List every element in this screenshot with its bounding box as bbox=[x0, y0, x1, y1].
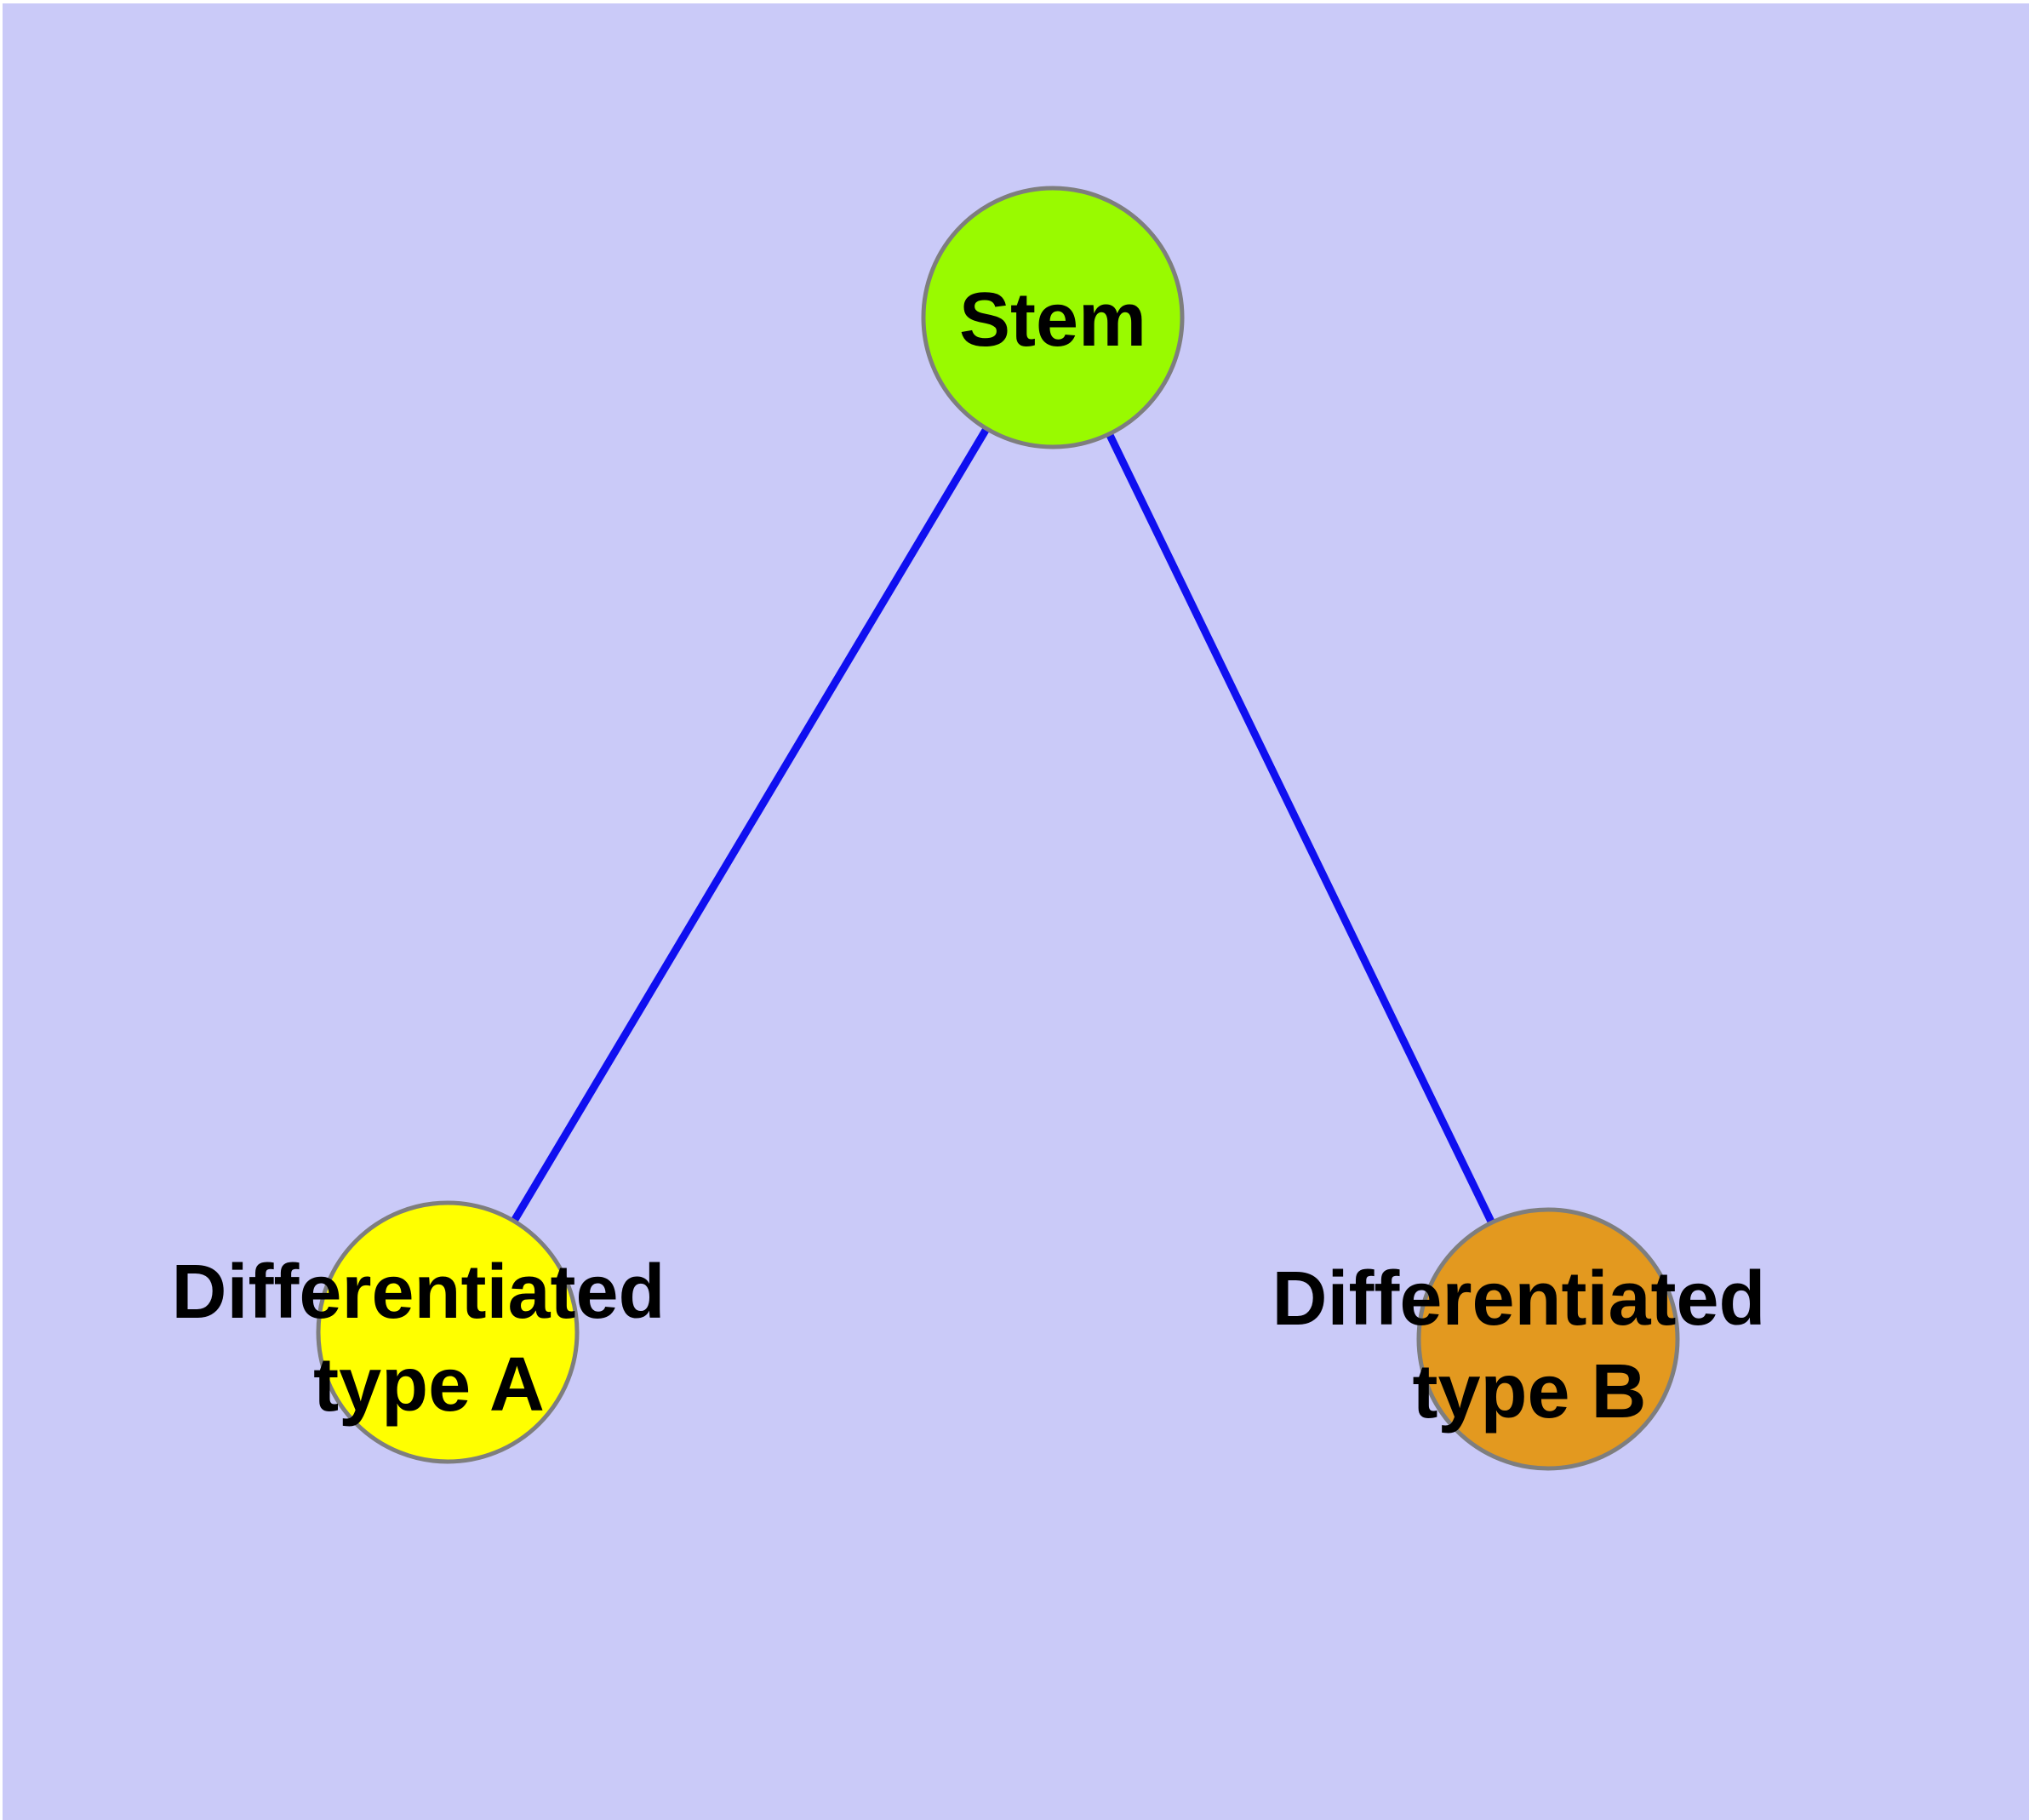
node-label-differentiated-type-b: Differentiated type B bbox=[1272, 1256, 1786, 1434]
node-differentiated-type-a bbox=[316, 1200, 580, 1464]
node-label-type-b-line1: Differentiated bbox=[1272, 1256, 1765, 1342]
node-label-type-a-line1: Differentiated bbox=[171, 1250, 665, 1335]
node-label-type-b-line2: type B bbox=[1412, 1349, 1646, 1434]
edge-stem-to-type-a bbox=[444, 315, 1056, 1335]
node-stem bbox=[921, 186, 1185, 449]
node-differentiated-type-b bbox=[1416, 1207, 1680, 1471]
node-label-type-a-line2: type A bbox=[313, 1342, 545, 1428]
node-label-differentiated-type-a: Differentiated type A bbox=[171, 1250, 686, 1428]
edge-stem-to-type-b bbox=[1049, 316, 1552, 1341]
node-label-stem: Stem bbox=[959, 278, 1146, 363]
